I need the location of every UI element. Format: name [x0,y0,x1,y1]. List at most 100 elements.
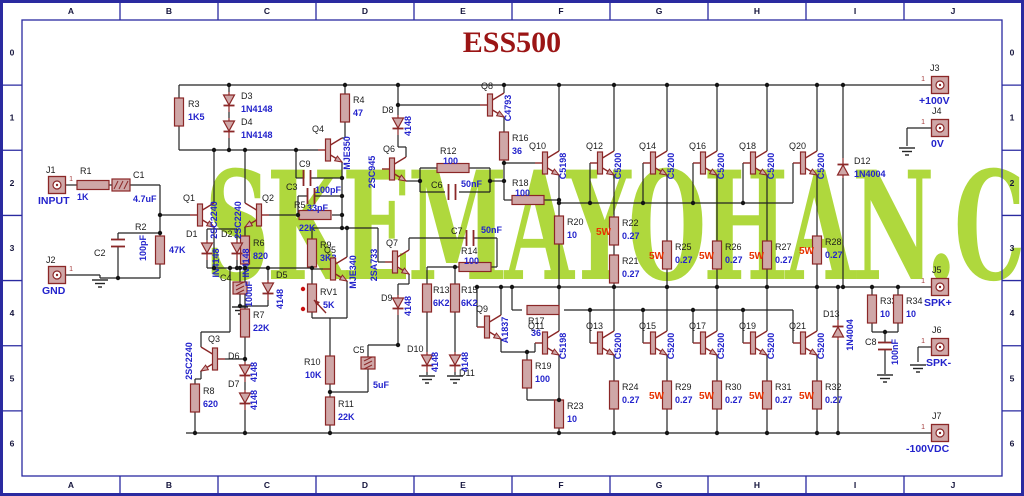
label-Q13: Q13 [586,321,603,331]
label-R2: R2 [135,222,147,232]
label-J3: J3 [930,63,940,73]
label-100pF: 100pF [138,234,148,261]
label-R20: R20 [567,217,584,227]
label-Q1: Q1 [183,193,195,203]
label-R34: R34 [906,296,923,306]
ground-symbol [419,375,435,384]
wires [66,84,931,434]
label-J2: J2 [46,255,56,265]
label-Q21: Q21 [789,321,806,331]
label-36: 36 [531,328,541,338]
label-R28: R28 [825,237,842,247]
label-2SC2240: 2SC2240 [233,201,243,239]
label-4148: 4148 [403,116,413,136]
label-22K: 22K [253,323,270,333]
label-MJE340: MJE340 [348,255,358,289]
label-RV1: RV1 [320,287,337,297]
label-R16: R16 [512,133,529,143]
label-Q12: Q12 [586,141,603,151]
label-Q20: Q20 [789,141,806,151]
label-R12: R12 [440,146,457,156]
label-INPUT: INPUT [38,195,70,207]
label-R19: R19 [535,361,552,371]
label-D3: D3 [241,91,253,101]
label-J5: J5 [932,265,942,275]
label-E: E [460,480,466,490]
label-6: 6 [10,438,15,448]
label-R25: R25 [675,242,692,252]
label-0: 0 [1010,48,1015,58]
label-1: 1 [69,266,73,273]
label-R9: R9 [320,240,332,250]
label-10: 10 [567,230,577,240]
label-1N4004: 1N4004 [854,169,886,179]
label-D5: D5 [276,270,288,280]
label-+100V: +100V [919,95,950,107]
ground-symbol [92,279,108,288]
label-0.27: 0.27 [622,269,640,279]
label-0.27: 0.27 [622,231,640,241]
label-C: C [264,480,270,490]
label-R30: R30 [725,382,742,392]
label-Q15: Q15 [639,321,656,331]
label-50nF: 50nF [461,179,483,189]
label-C8: C8 [865,337,877,347]
label-10: 10 [906,309,916,319]
label-R24: R24 [622,382,639,392]
label-50nF: 50nF [481,225,503,235]
label-R21: R21 [622,256,639,266]
label-1: 1 [921,278,925,285]
label-Q19: Q19 [739,321,756,331]
label-4148: 4148 [275,289,285,309]
label-E: E [460,6,466,16]
label-47: 47 [353,108,363,118]
label-R31: R31 [775,382,792,392]
label-47K: 47K [169,245,186,255]
junction-dots [115,82,901,436]
label-1: 1 [921,119,925,126]
label-4.7uF: 4.7uF [133,194,157,204]
label-C5: C5 [353,345,365,355]
label-Q3: Q3 [208,334,220,344]
label-10K: 10K [305,370,322,380]
label-Q16: Q16 [689,141,706,151]
label-D1: D1 [186,229,198,239]
label-Q11: Q11 [528,321,544,331]
resistor-R21: R21 0.27 [608,254,640,284]
label-6K2: 6K2 [433,298,450,308]
label-1: 1 [10,113,15,123]
label-1: 1 [921,76,925,83]
label-C9: C9 [299,159,311,169]
label-A: A [68,480,74,490]
